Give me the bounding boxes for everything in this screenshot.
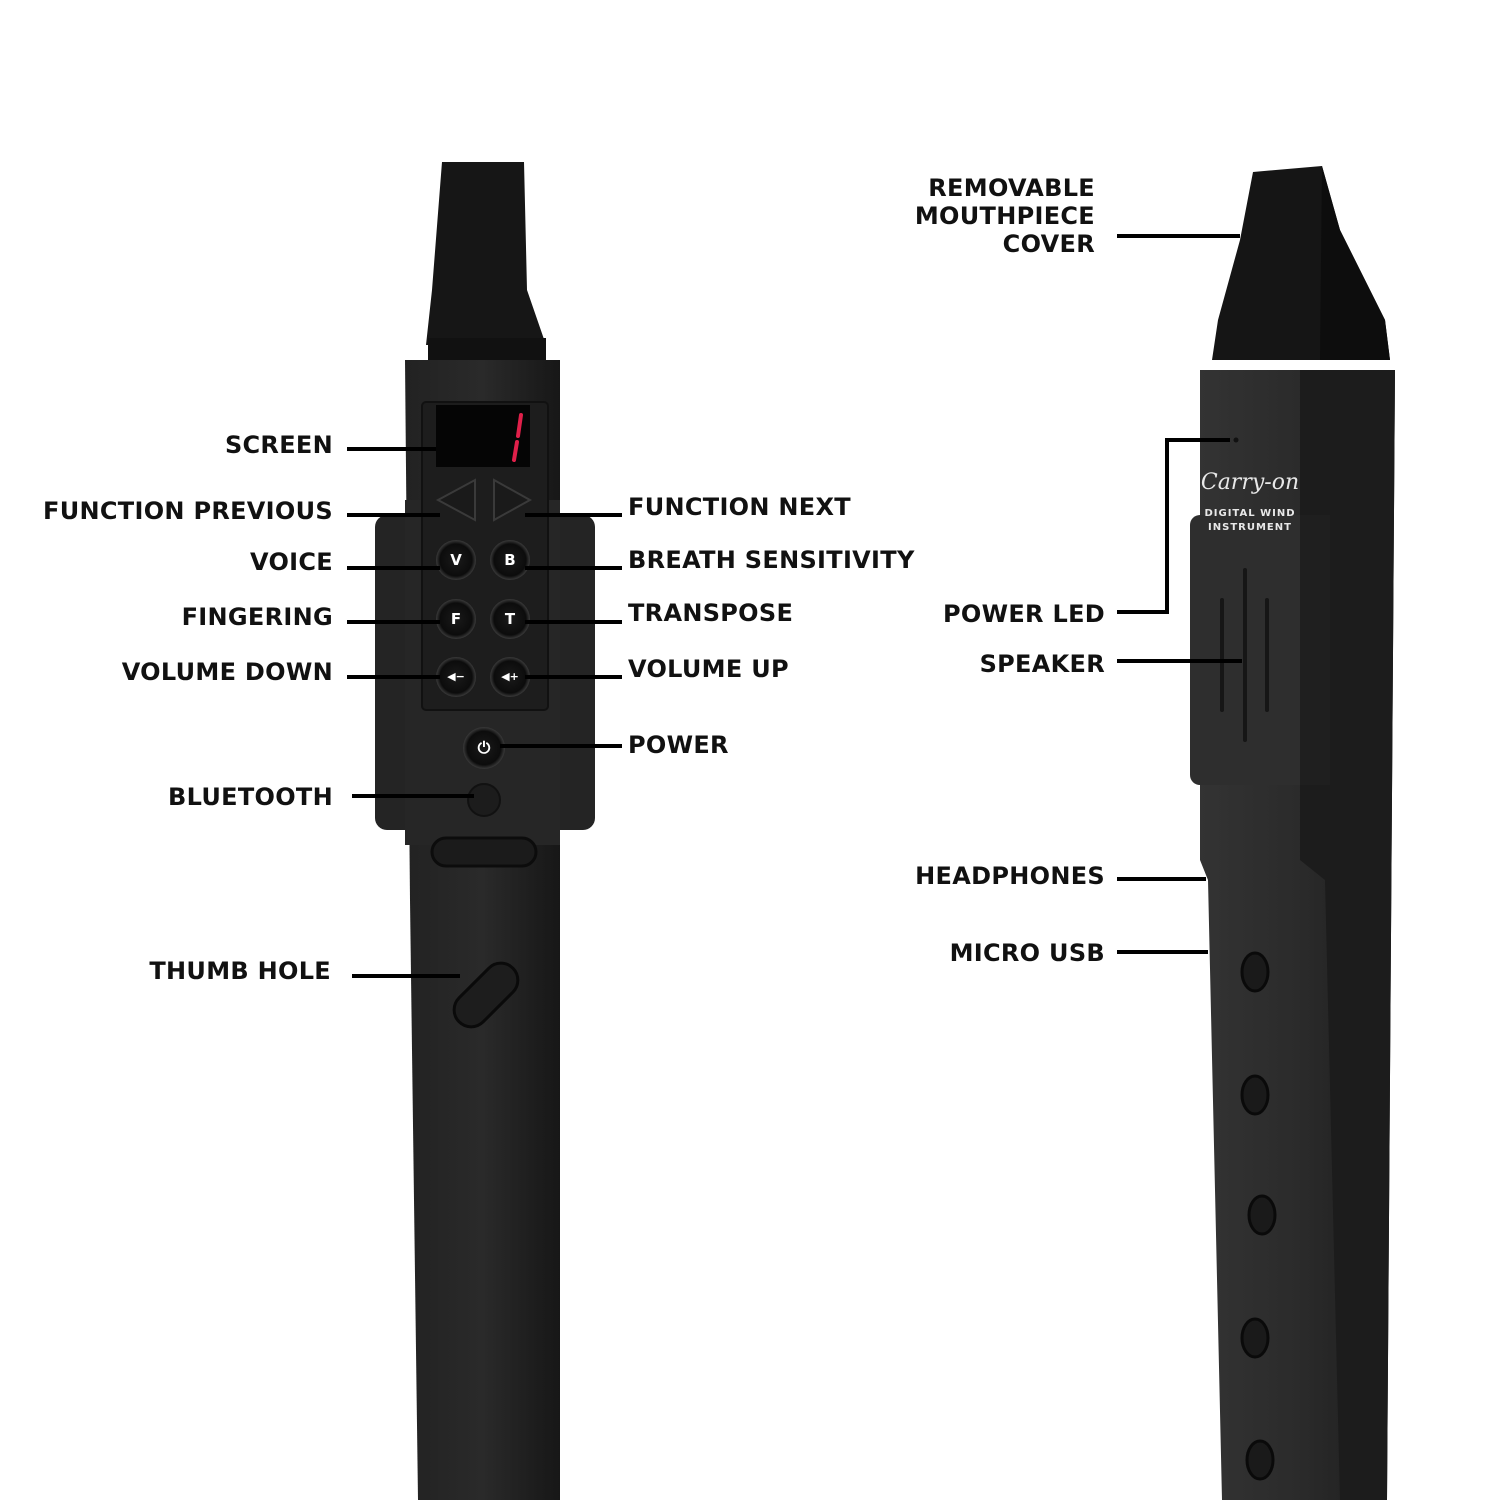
side-view-instrument (1190, 166, 1395, 1500)
speaker-grille (1220, 568, 1269, 742)
label-power-led: POWER LED (942, 600, 1105, 628)
thumb-hole (452, 961, 520, 1029)
label-mouthpiece-3: COVER (1002, 230, 1095, 258)
transpose-button[interactable] (490, 599, 530, 639)
breath-sensitivity-button[interactable] (490, 540, 530, 580)
power-icon: ⏻ (477, 738, 491, 757)
transpose-glyph: T (504, 610, 516, 628)
side-grip (1190, 515, 1330, 785)
volume-up-button[interactable] (490, 657, 530, 697)
voice-glyph: V (450, 551, 462, 569)
label-function-previous: FUNCTION PREVIOUS (43, 497, 333, 525)
label-volume-up: VOLUME UP (628, 655, 789, 683)
label-fingering: FINGERING (181, 603, 333, 631)
label-breath-sensitivity: BREATH SENSITIVITY (628, 546, 915, 574)
function-next-button[interactable] (493, 478, 533, 522)
label-mouthpiece-1: REMOVABLE (928, 174, 1095, 202)
label-power: POWER (628, 731, 729, 759)
label-micro-usb: MICRO USB (949, 939, 1105, 967)
power-button[interactable] (463, 727, 505, 769)
function-previous-button[interactable] (435, 478, 476, 522)
volume-down-button[interactable] (436, 657, 476, 697)
label-screen: SCREEN (224, 431, 333, 459)
label-transpose: TRANSPOSE (628, 599, 794, 627)
label-bluetooth: BLUETOOTH (168, 783, 333, 811)
fingering-glyph: F (450, 610, 462, 628)
label-mouthpiece-2: MOUTHPIECE (914, 202, 1095, 230)
fingering-button[interactable] (436, 599, 476, 639)
breath-glyph: B (504, 551, 516, 569)
slot (430, 836, 538, 868)
bluetooth-button[interactable] (467, 783, 501, 817)
leader-lines (347, 234, 1242, 978)
volume-down-icon: ◀− (447, 670, 465, 683)
voice-button[interactable] (436, 540, 476, 580)
screen-digit (512, 413, 523, 462)
label-voice: VOICE (250, 548, 333, 576)
label-function-next: FUNCTION NEXT (628, 493, 851, 521)
label-volume-down: VOLUME DOWN (121, 658, 333, 686)
front-view-instrument (375, 162, 595, 1500)
mouthpiece-collar (428, 338, 546, 360)
label-speaker: SPEAKER (979, 650, 1105, 678)
power-led (1233, 437, 1239, 443)
label-headphones: HEADPHONES (915, 862, 1105, 890)
volume-up-icon: ◀+ (501, 670, 519, 683)
label-thumb-hole: THUMB HOLE (149, 957, 331, 985)
mouthpiece (426, 162, 546, 345)
finger-holes (1240, 951, 1277, 1481)
carry-on-logo: Carry-on DIGITAL WIND INSTRUMENT (1200, 470, 1300, 533)
